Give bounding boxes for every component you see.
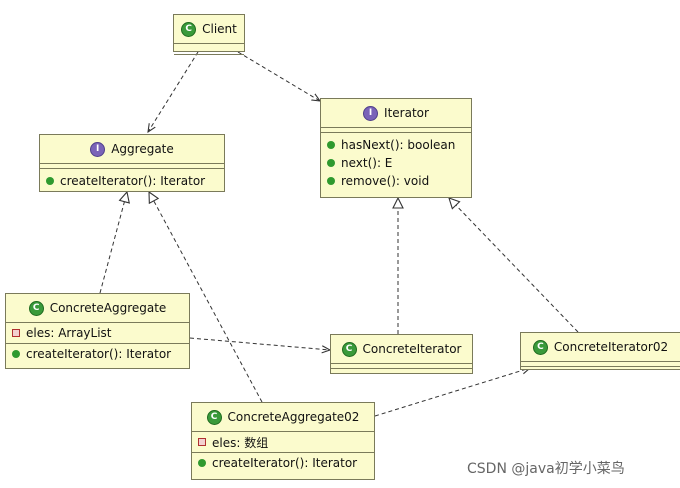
class-icon: C [181, 21, 197, 37]
class-concrete-iterator[interactable]: C ConcreteIterator [330, 334, 473, 374]
public-method-icon [12, 350, 20, 358]
class-header: C ConcreteIterator [331, 335, 472, 364]
methods-section: createIterator(): Iterator [192, 453, 374, 473]
class-header: C ConcreteIterator02 [521, 333, 680, 362]
methods-section: createIterator(): Iterator [6, 344, 189, 364]
class-name: Aggregate [111, 142, 174, 156]
method-row: remove(): void [327, 172, 465, 190]
realize-concreteiterator02-iterator [449, 198, 579, 333]
methods-section: createIterator(): Iterator [40, 169, 224, 193]
attributes-section [40, 164, 224, 169]
class-header: I Aggregate [40, 135, 224, 164]
field-row: eles: ArrayList [12, 324, 183, 342]
interface-icon: I [363, 105, 379, 121]
methods-section [331, 369, 472, 373]
attributes-section [174, 44, 244, 55]
class-header: C ConcreteAggregate [6, 294, 189, 323]
dep-client-aggregate [148, 51, 199, 132]
class-concrete-iterator02[interactable]: C ConcreteIterator02 [520, 332, 680, 370]
attributes-section: eles: ArrayList [6, 323, 189, 344]
watermark: CSDN @java初学小菜鸟 [467, 461, 625, 477]
class-concrete-aggregate[interactable]: C ConcreteAggregate eles: ArrayList crea… [5, 293, 190, 369]
method-row: next(): E [327, 154, 465, 172]
class-concrete-aggregate02[interactable]: C ConcreteAggregate02 eles: 数组 createIte… [191, 402, 375, 480]
public-method-icon [327, 159, 335, 167]
method-row: hasNext(): boolean [327, 136, 465, 154]
interface-icon: I [90, 141, 106, 157]
public-method-icon [327, 177, 335, 185]
class-icon: C [532, 339, 548, 355]
class-header: I Iterator [321, 99, 471, 128]
private-field-icon [198, 438, 206, 446]
realize-concreteaggregate-aggregate [99, 192, 127, 294]
method-row: createIterator(): Iterator [46, 172, 218, 190]
class-client[interactable]: C Client [173, 14, 245, 55]
attributes-section [321, 128, 471, 133]
attributes-section [331, 364, 472, 369]
interface-aggregate[interactable]: I Aggregate createIterator(): Iterator [39, 134, 225, 192]
method-row: createIterator(): Iterator [198, 454, 368, 472]
public-method-icon [327, 141, 335, 149]
class-name: ConcreteIterator02 [553, 340, 669, 354]
class-icon: C [28, 300, 44, 316]
attributes-section: eles: 数组 [192, 432, 374, 453]
methods-section: hasNext(): boolean next(): E remove(): v… [321, 133, 471, 193]
field-row: eles: 数组 [198, 433, 368, 451]
dep-concreteaggregate-concreteiterator [189, 337, 330, 350]
class-name: Client [202, 22, 237, 36]
class-name: ConcreteAggregate02 [227, 410, 360, 424]
attributes-section [521, 362, 680, 367]
methods-section [521, 367, 680, 371]
interface-iterator[interactable]: I Iterator hasNext(): boolean next(): E … [320, 98, 472, 198]
class-name: ConcreteIterator [362, 342, 462, 356]
class-icon: C [341, 341, 357, 357]
dep-client-iterator [237, 51, 320, 101]
dep-concreteaggregate02-concreteiterator02 [374, 368, 530, 417]
public-method-icon [198, 459, 206, 467]
class-header: C ConcreteAggregate02 [192, 403, 374, 432]
class-icon: C [206, 409, 222, 425]
methods-section [174, 55, 244, 65]
public-method-icon [46, 177, 54, 185]
class-name: ConcreteAggregate [49, 301, 167, 315]
private-field-icon [12, 329, 20, 337]
class-header: C Client [174, 15, 244, 44]
realize-concreteaggregate02-aggregate [149, 192, 263, 403]
class-name: Iterator [384, 106, 429, 120]
method-row: createIterator(): Iterator [12, 345, 183, 363]
